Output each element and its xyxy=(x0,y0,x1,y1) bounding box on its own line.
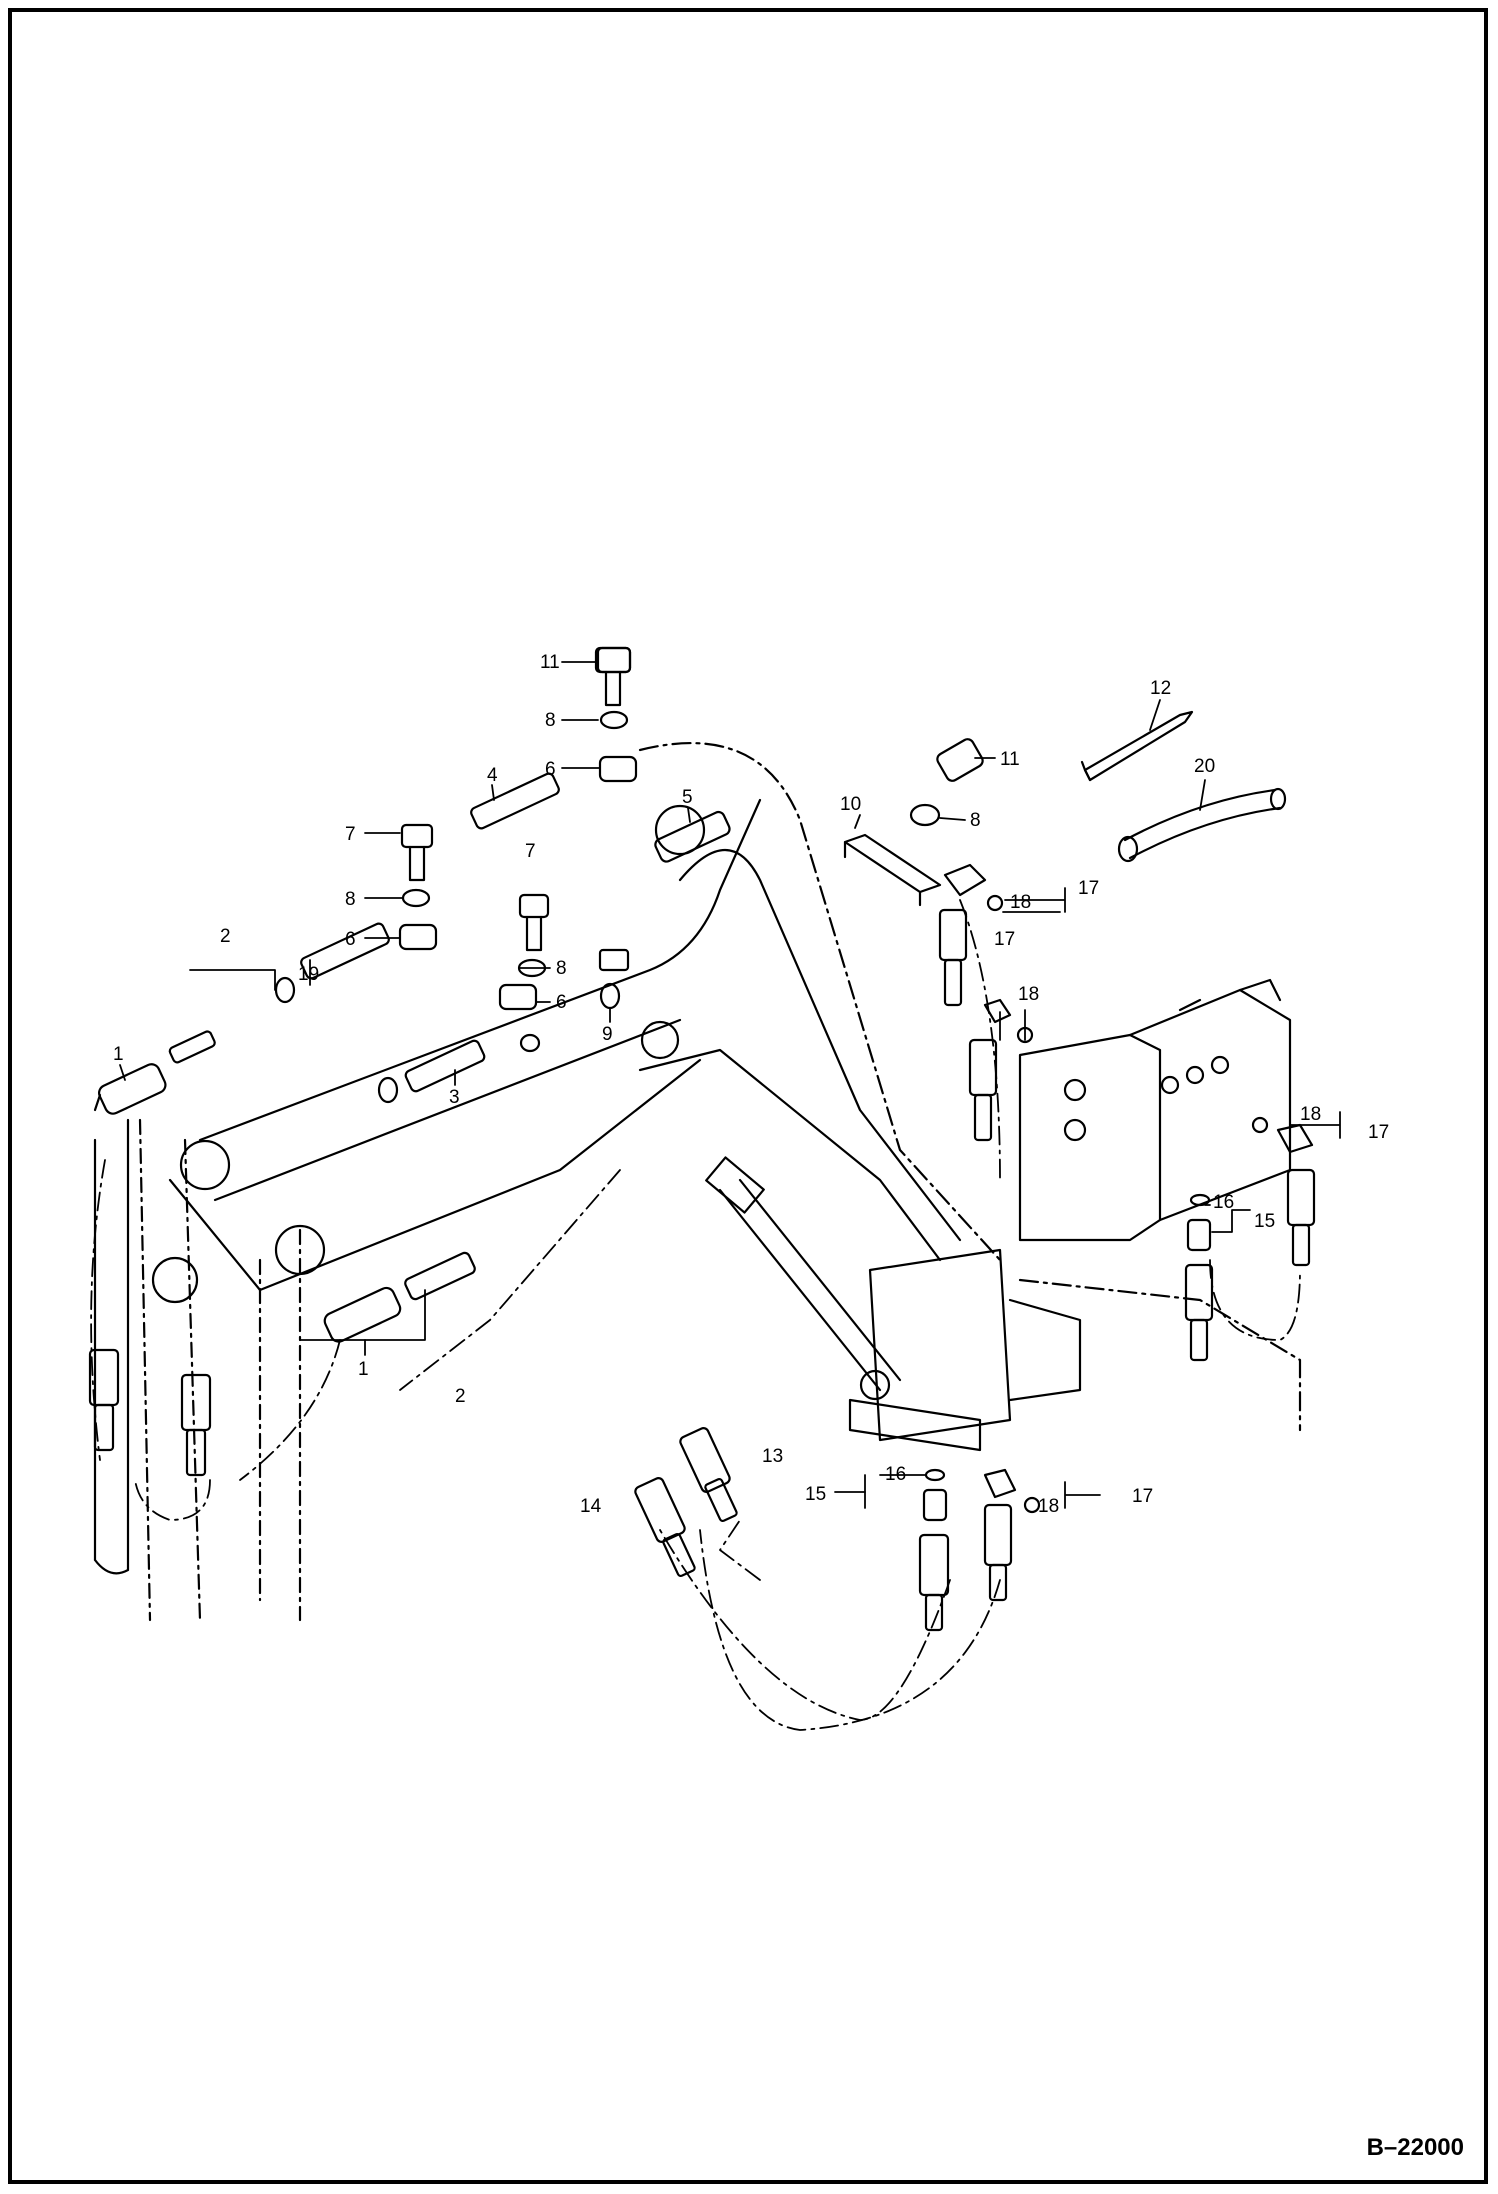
callout-17: 17 xyxy=(1078,878,1099,899)
callout-1: 1 xyxy=(358,1359,369,1380)
callout-8: 8 xyxy=(970,810,981,831)
hose-routing xyxy=(90,899,1301,1731)
callout-2: 2 xyxy=(220,926,231,947)
callout-11: 11 xyxy=(1000,749,1020,770)
callout-7: 7 xyxy=(525,841,536,862)
callout-9: 9 xyxy=(602,1024,613,1045)
callout-18: 18 xyxy=(1010,892,1031,913)
control-valve-block xyxy=(1018,978,1292,1242)
callout-16: 16 xyxy=(1213,1192,1234,1213)
callout-18: 18 xyxy=(1300,1104,1321,1125)
callout-19: 19 xyxy=(298,964,319,985)
callout-20: 20 xyxy=(1194,756,1215,777)
callout-18: 18 xyxy=(1018,984,1039,1005)
callout-8: 8 xyxy=(556,958,567,979)
callout-17: 17 xyxy=(994,929,1015,950)
callout-1: 1 xyxy=(113,1044,124,1065)
callout-15: 15 xyxy=(805,1484,826,1505)
leader-lines xyxy=(119,661,1341,1509)
boom-outline xyxy=(93,742,1302,1622)
fittings xyxy=(88,646,1316,1632)
callout-labels: 11 8 6 4 5 7 7 8 6 2 19 8 6 9 1 3 1 2 10… xyxy=(113,652,1389,1517)
callout-4: 4 xyxy=(487,765,498,786)
callout-3: 3 xyxy=(449,1087,460,1108)
callout-5: 5 xyxy=(682,787,693,808)
callout-17: 17 xyxy=(1368,1122,1389,1143)
callout-11: 11 xyxy=(540,652,560,673)
callout-17: 17 xyxy=(1132,1486,1153,1507)
callout-15: 15 xyxy=(1254,1211,1275,1232)
callout-2: 2 xyxy=(455,1386,466,1407)
drawing-number: B–22000 xyxy=(1366,2134,1464,2161)
drawing-frame xyxy=(8,8,1488,2184)
callout-6: 6 xyxy=(556,992,567,1013)
callout-14: 14 xyxy=(580,1496,602,1517)
callout-6: 6 xyxy=(345,929,356,950)
callout-16: 16 xyxy=(885,1464,906,1485)
callout-6: 6 xyxy=(545,759,556,780)
callout-12: 12 xyxy=(1150,678,1171,699)
callout-8: 8 xyxy=(545,710,556,731)
callout-7: 7 xyxy=(345,824,356,845)
callout-8: 8 xyxy=(345,889,356,910)
callout-10: 10 xyxy=(840,794,861,815)
callout-18: 18 xyxy=(1038,1496,1059,1517)
callout-13: 13 xyxy=(762,1446,783,1467)
